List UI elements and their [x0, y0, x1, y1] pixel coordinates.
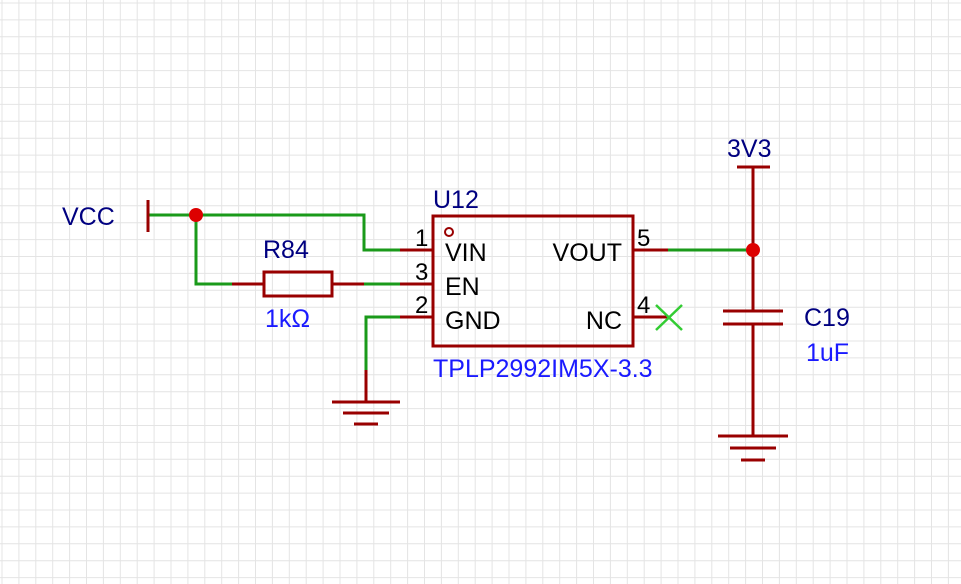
r84-value[interactable]: 1kΩ: [265, 305, 310, 333]
wire-vcc-to-r84[interactable]: [194, 215, 232, 286]
pin-name-en: EN: [445, 273, 480, 301]
no-connect-icon[interactable]: [655, 304, 683, 331]
pin-number-gnd: 2: [415, 292, 428, 319]
wire-gnd-pin-to-ground[interactable]: [364, 315, 400, 370]
pin-number-nc: 4: [637, 292, 650, 319]
u12-part-number[interactable]: TPLP2992IM5X-3.3: [433, 355, 653, 383]
c19-designator[interactable]: C19: [804, 304, 850, 332]
wires: [148, 213, 753, 370]
pin-number-en: 3: [415, 259, 428, 286]
pin1-marker-icon: [444, 227, 454, 237]
u12-body[interactable]: [431, 214, 635, 348]
ground-symbol-icon[interactable]: [718, 434, 788, 462]
pin-name-nc: NC: [586, 307, 622, 335]
u12-designator[interactable]: U12: [433, 186, 479, 214]
r84-body[interactable]: [262, 270, 334, 298]
pin-number-vout: 5: [637, 225, 650, 252]
pin-name-vout: VOUT: [553, 239, 622, 267]
c19-value[interactable]: 1uF: [806, 339, 849, 367]
net-label-vcc[interactable]: VCC: [62, 203, 115, 231]
pin-number-vin: 1: [415, 225, 428, 252]
wire-vcc-to-vin[interactable]: [148, 213, 400, 252]
pin-name-gnd: GND: [445, 307, 501, 335]
junction-vcc[interactable]: [189, 208, 203, 222]
junctions: [189, 208, 760, 257]
pin-name-vin: VIN: [445, 239, 487, 267]
r84-designator[interactable]: R84: [263, 236, 309, 264]
net-label-3v3[interactable]: 3V3: [727, 135, 771, 163]
labels: VCC 3V3 U12 TPLP2992IM5X-3.3 R84 1kΩ C19…: [62, 135, 850, 383]
junction-3v3[interactable]: [746, 243, 760, 257]
component-graphics: [146, 165, 788, 462]
ground-symbol-icon[interactable]: [332, 400, 400, 426]
